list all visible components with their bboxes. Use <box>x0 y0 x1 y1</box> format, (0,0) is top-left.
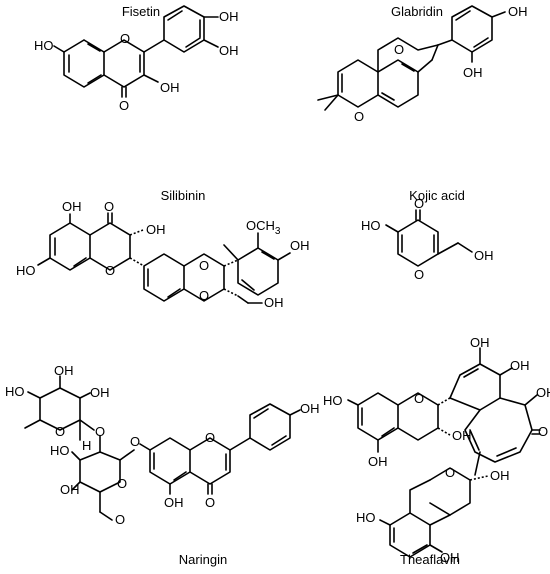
naringin-h-label: H <box>82 438 91 453</box>
fisetin-carbonyl-o-label: O <box>119 98 129 113</box>
kojic-carbonyl-o-label: O <box>414 196 424 211</box>
theaflavin-carbonyl-o-label: O <box>538 424 548 439</box>
naringin-name: Naringin <box>179 552 227 567</box>
theaflavin-oh-label-7: OH <box>440 550 460 565</box>
theaflavin-oh-label-6: OH <box>490 468 510 483</box>
naringin-oh-label-4: OH <box>60 482 80 497</box>
theaflavin-structure: Theaflavin OH OH OH HO O O <box>323 335 550 567</box>
glabridin-name: Glabridin <box>391 4 443 19</box>
kojic-acid-name: Kojic acid <box>409 188 465 203</box>
theaflavin-oh-label-2: OH <box>510 358 530 373</box>
theaflavin-ho-label-1: HO <box>323 393 343 408</box>
naringin-glc-o-label: O <box>117 476 127 491</box>
kojic-oh-label: OH <box>474 248 494 263</box>
glabridin-oh-label-2: OH <box>463 65 483 80</box>
silibinin-carbonyl-o-label: O <box>104 199 114 214</box>
glabridin-structure: Glabridin O OH OH O <box>317 4 528 124</box>
silibinin-oh-label-3: OH <box>290 238 310 253</box>
silibinin-och3-label: OCH3 <box>246 218 281 237</box>
fisetin-name: Fisetin <box>122 4 160 19</box>
naringin-oh-label-3: OH <box>300 401 320 416</box>
silibinin-oh-label-4: OH <box>264 295 284 310</box>
silibinin-structure: Silibinin OH O OH OCH3 OH <box>16 188 310 310</box>
naringin-carbonyl-o-label: O <box>205 495 215 510</box>
theaflavin-ho-label-2: HO <box>356 510 376 525</box>
theaflavin-ring-o-label-1: O <box>414 391 424 406</box>
silibinin-ring-o-label-1: O <box>105 263 115 278</box>
glabridin-ring-o-label-2: O <box>354 109 364 124</box>
fisetin-ho-label: HO <box>34 38 54 53</box>
fisetin-oh-label-1: OH <box>219 9 239 24</box>
fisetin-oh-label-3: OH <box>160 80 180 95</box>
silibinin-ring-o-label-2: O <box>199 258 209 273</box>
silibinin-ho-label: HO <box>16 263 36 278</box>
naringin-oh-label-6: OH <box>164 495 184 510</box>
naringin-oh-label-2: OH <box>90 385 110 400</box>
glabridin-ring-o-label-1: O <box>394 42 404 57</box>
theaflavin-ring-o-label-2: O <box>445 465 455 480</box>
theaflavin-oh-label-1: OH <box>470 335 490 350</box>
theaflavin-oh-label-4: OH <box>452 428 472 443</box>
naringin-ho-label-1: HO <box>5 384 25 399</box>
fisetin-ring-o-label: O <box>120 31 130 46</box>
theaflavin-oh-label-5: OH <box>368 454 388 469</box>
naringin-structure: Naringin OH HO OH O <box>5 363 320 567</box>
naringin-glyco-o-label: O <box>95 424 105 439</box>
naringin-link-o-label: O <box>130 434 140 449</box>
silibinin-oh-label-2: OH <box>146 222 166 237</box>
kojic-acid-structure: Kojic acid HO O O OH <box>361 188 494 282</box>
naringin-ring-o-label: O <box>205 430 215 445</box>
naringin-oh-label-5: O <box>115 512 125 527</box>
naringin-oh-label-1: OH <box>54 363 74 378</box>
silibinin-name: Silibinin <box>161 188 206 203</box>
silibinin-ring-o-label-3: O <box>199 288 209 303</box>
silibinin-oh-label-1: OH <box>62 199 82 214</box>
kojic-ho-label: HO <box>361 218 381 233</box>
glabridin-oh-label-1: OH <box>508 4 528 19</box>
naringin-rha-o-label: O <box>55 424 65 439</box>
kojic-ring-o-label: O <box>414 267 424 282</box>
naringin-ho-label-2: HO <box>50 443 70 458</box>
fisetin-oh-label-2: OH <box>219 43 239 58</box>
fisetin-structure: Fisetin HO O OH OH OH O <box>34 4 239 113</box>
theaflavin-name: Theaflavin <box>400 552 460 567</box>
theaflavin-oh-label-3: OH <box>536 385 550 400</box>
